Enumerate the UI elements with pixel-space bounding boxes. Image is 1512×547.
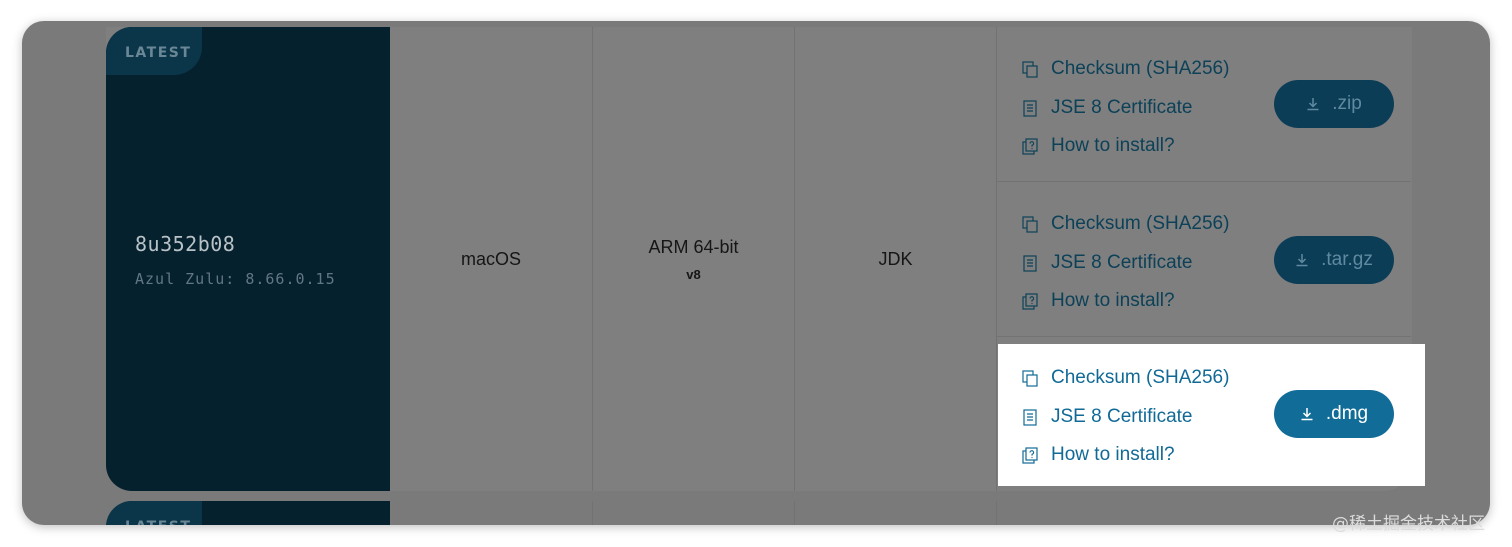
next-package-type-cell — [795, 501, 997, 525]
checksum-label: Checksum (SHA256) — [1051, 367, 1230, 388]
help-icon — [1022, 446, 1038, 464]
next-latest-badge: LATEST — [106, 501, 202, 525]
architecture-label: ARM 64-bit — [648, 236, 739, 257]
next-version-panel: LATEST — [106, 501, 390, 525]
certificate-link[interactable]: JSE 8 Certificate — [1022, 252, 1193, 274]
os-cell: macOS — [390, 27, 593, 491]
certificate-label: JSE 8 Certificate — [1051, 97, 1193, 118]
document-icon — [1023, 99, 1037, 117]
copy-icon — [1022, 215, 1038, 233]
install-link[interactable]: How to install? — [1022, 444, 1175, 466]
latest-badge: LATEST — [106, 27, 202, 75]
install-label: How to install? — [1051, 444, 1175, 465]
version-panel: LATEST 8u352b08 Azul Zulu: 8.66.0.15 — [106, 27, 390, 491]
package-row-tar-gz: Checksum (SHA256) JSE 8 Certificate How … — [997, 182, 1411, 337]
architecture-cell: ARM 64-bit v8 — [593, 27, 795, 491]
certificate-label: JSE 8 Certificate — [1051, 406, 1193, 427]
package-type-label: JDK — [878, 248, 913, 269]
help-icon — [1022, 137, 1038, 155]
copy-icon — [1022, 60, 1038, 78]
next-os-cell — [390, 501, 593, 525]
document-icon — [1023, 254, 1037, 272]
watermark: @稀土掘金技术社区 — [1332, 514, 1485, 534]
package-type-cell: JDK — [795, 27, 997, 491]
checksum-label: Checksum (SHA256) — [1051, 58, 1230, 79]
certificate-label: JSE 8 Certificate — [1051, 252, 1193, 273]
download-label: .tar.gz — [1321, 249, 1373, 270]
checksum-link[interactable]: Checksum (SHA256) — [1022, 58, 1229, 80]
download-label: .zip — [1332, 93, 1362, 114]
next-architecture-cell — [593, 501, 795, 525]
install-link[interactable]: How to install? — [1022, 290, 1175, 312]
download-icon — [1301, 408, 1313, 421]
download-label: .dmg — [1325, 403, 1369, 424]
document-icon — [1023, 408, 1037, 426]
checksum-link[interactable]: Checksum (SHA256) — [1022, 367, 1229, 389]
architecture-version: v8 — [686, 266, 701, 282]
copy-icon — [1022, 369, 1038, 387]
download-dmg-button[interactable]: .dmg — [1274, 390, 1394, 438]
download-icon — [1296, 254, 1308, 267]
install-label: How to install? — [1051, 290, 1175, 311]
install-label: How to install? — [1051, 135, 1175, 156]
certificate-link[interactable]: JSE 8 Certificate — [1022, 97, 1193, 119]
download-table-screenshot: LATEST 8u352b08 Azul Zulu: 8.66.0.15 mac… — [22, 21, 1490, 525]
package-row-zip: Checksum (SHA256) JSE 8 Certificate How … — [997, 27, 1411, 182]
version-number: 8u352b08 — [135, 232, 236, 256]
certificate-link[interactable]: JSE 8 Certificate — [1022, 406, 1193, 428]
checksum-label: Checksum (SHA256) — [1051, 213, 1230, 234]
install-link[interactable]: How to install? — [1022, 135, 1175, 157]
os-label: macOS — [460, 248, 521, 269]
package-row-dmg-highlighted: Checksum (SHA256) JSE 8 Certificate How … — [998, 344, 1425, 486]
build-number: Azul Zulu: 8.66.0.15 — [135, 270, 336, 288]
download-zip-button[interactable]: .zip — [1274, 80, 1394, 128]
checksum-link[interactable]: Checksum (SHA256) — [1022, 213, 1229, 235]
help-icon — [1022, 292, 1038, 310]
download-tar-gz-button[interactable]: .tar.gz — [1274, 236, 1394, 284]
download-icon — [1307, 98, 1319, 111]
